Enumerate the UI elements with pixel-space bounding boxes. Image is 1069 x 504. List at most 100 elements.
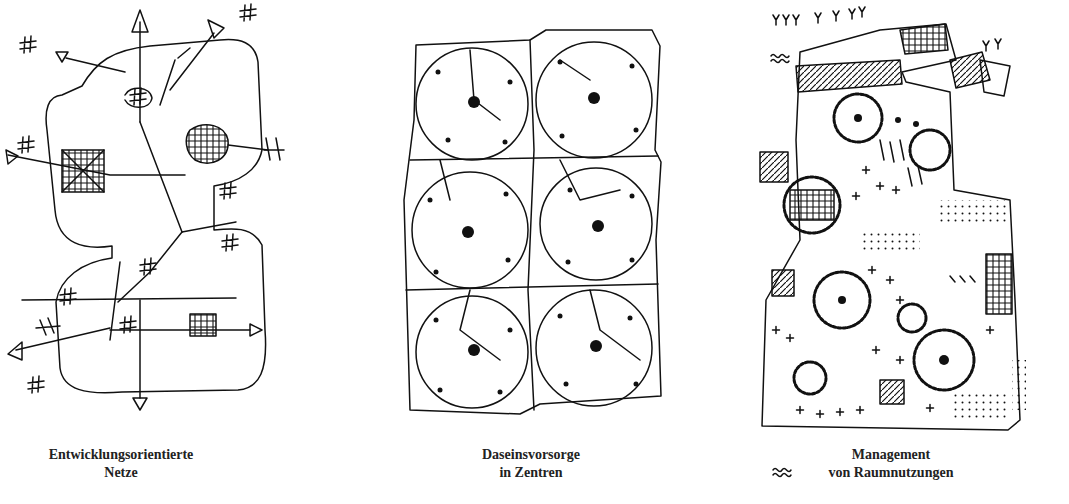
- network-sketch: [186, 125, 228, 163]
- land-use-sketch: [853, 193, 860, 200]
- network-sketch: [133, 398, 147, 410]
- network-sketch: [20, 36, 36, 53]
- network-sketch: [22, 298, 236, 300]
- land-use-sketch: [838, 296, 846, 304]
- network-sketch: [140, 258, 156, 275]
- land-use-sketch: [863, 167, 870, 174]
- land-use-sketch: [815, 13, 821, 23]
- land-use-sketch: [773, 15, 779, 25]
- land-use-sketch: [837, 409, 844, 416]
- land-use-sketch: [784, 94, 974, 394]
- land-use-sketch: [895, 117, 901, 123]
- land-use-sketch: [873, 347, 880, 354]
- land-use-sketch: [950, 52, 990, 88]
- centres-sketch: [416, 48, 528, 160]
- centres-sketch: [468, 96, 480, 108]
- network-sketch: [60, 288, 76, 305]
- land-use-sketch: [762, 24, 1020, 430]
- network-sketch: [16, 328, 110, 350]
- centres-sketch: [592, 220, 604, 232]
- land-use-sketch: [980, 60, 1010, 96]
- land-use-sketch: [796, 60, 902, 92]
- land-use-sketch: [760, 152, 788, 182]
- centres-sketch: [564, 382, 569, 387]
- network-sketch: [222, 234, 238, 251]
- land-use-sketch: [790, 190, 834, 220]
- sketch-caption: Daseinsvorsorge in Zentren: [482, 446, 580, 482]
- centres-sketch: [406, 284, 658, 290]
- centres-sketch: [628, 316, 633, 321]
- network-sketch: [250, 324, 262, 336]
- land-use-sketch: [833, 11, 839, 21]
- centres-sketch: [634, 128, 639, 133]
- land-use-sketch: [940, 200, 1010, 224]
- land-use-sketch: [817, 411, 824, 418]
- land-use-sketch: [794, 362, 826, 394]
- network-sketch: [220, 182, 236, 199]
- centres-sketch: [508, 80, 513, 85]
- centres-sketch: [558, 314, 563, 319]
- centres-sketch: [428, 198, 433, 203]
- land-use-sketch: [995, 39, 1001, 49]
- centres-sketch: [440, 50, 640, 360]
- land-use-sketch: [783, 15, 789, 25]
- network-sketch: [170, 33, 214, 90]
- land-use-sketch: [814, 272, 870, 328]
- land-use-sketch: [893, 187, 900, 194]
- land-use-sketch: [784, 177, 840, 233]
- network-sketch: [190, 314, 216, 336]
- network-sketch: [110, 262, 120, 340]
- network-sketch: [36, 318, 60, 335]
- network-sketch: [208, 20, 224, 38]
- land-use-sketch: [880, 140, 922, 186]
- land-use-sketch: [773, 327, 780, 334]
- centres-sketch: [404, 30, 661, 414]
- network-sketch: [8, 342, 22, 360]
- land-use-sketch: [877, 183, 884, 190]
- network-sketch: [28, 376, 44, 393]
- network-sketch: [18, 136, 34, 153]
- centres-sketch: [412, 172, 528, 288]
- centres-sketch: [528, 40, 534, 410]
- centres-sketch: [410, 156, 658, 160]
- network-sketch: [46, 40, 266, 393]
- land-use-sketch: [771, 55, 789, 63]
- centres-sketch: [436, 70, 441, 75]
- centres-sketch: [540, 168, 652, 280]
- network-sketch: [228, 145, 268, 150]
- centres-sketch: [558, 60, 563, 65]
- network-sketch: [264, 138, 284, 160]
- land-use-sketch: [914, 330, 974, 390]
- land-use-sketch: [834, 94, 882, 142]
- land-use-sketch: [939, 355, 949, 365]
- land-use-sketch: [950, 390, 1010, 418]
- land-use-sketch: [860, 230, 920, 252]
- land-use-sketch: [787, 335, 794, 342]
- sketch-caption: Entwicklungsorientierte Netze: [49, 446, 194, 482]
- network-sketch: [62, 150, 104, 192]
- centres-sketch: [630, 194, 635, 199]
- land-use-sketch: [913, 121, 919, 127]
- land-use-sketch: [898, 304, 926, 332]
- land-use-sketch: [900, 24, 948, 54]
- centres-sketch: [634, 382, 639, 387]
- network-sketch: [6, 150, 18, 164]
- land-use-sketch: [887, 277, 894, 284]
- centres-sketch: [446, 138, 451, 143]
- land-use-sketch: [950, 276, 975, 282]
- centres-sketch: [434, 318, 439, 323]
- network-sketch: [6, 4, 284, 410]
- centres-sketch: [404, 30, 661, 414]
- centres-sketch: [498, 390, 503, 395]
- land-use-sketch: [773, 469, 791, 477]
- land-use-sketch: [897, 357, 904, 364]
- centres-sketch: [566, 260, 571, 265]
- land-use-sketch: [983, 41, 989, 51]
- centres-sketch: [506, 258, 511, 263]
- network-sketch: [132, 10, 148, 32]
- land-use-sketch: [927, 405, 934, 412]
- land-use-sketch: [1012, 360, 1026, 410]
- centres-sketch: [590, 340, 602, 352]
- network-sketch: [62, 150, 104, 192]
